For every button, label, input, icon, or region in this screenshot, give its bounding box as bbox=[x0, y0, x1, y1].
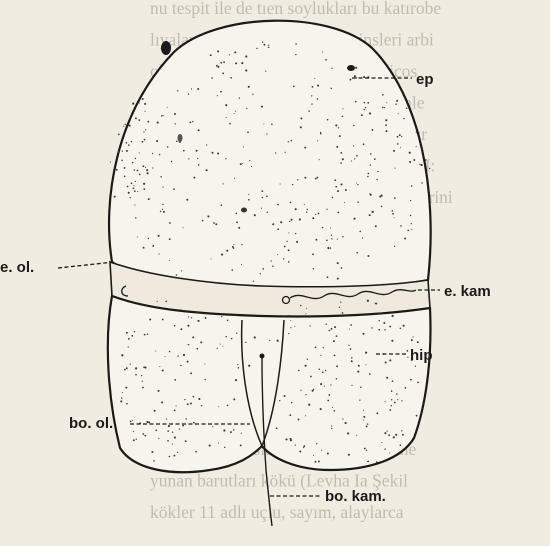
leader-e-ol bbox=[58, 262, 114, 268]
hypocone-outline bbox=[108, 296, 431, 472]
label-e-ol: e. ol. bbox=[0, 259, 34, 276]
label-bo-kam: bo. kam. bbox=[325, 488, 386, 505]
label-hip: hip bbox=[410, 347, 433, 364]
label-bo-ol: bo. ol. bbox=[69, 415, 113, 432]
label-e-kam: e. kam bbox=[444, 283, 491, 300]
background-text-line: kökler 11 adlı uçlu, sayım, alaylarca bbox=[150, 502, 404, 522]
granule bbox=[161, 41, 171, 55]
background-text-line: nu tespit ile de tıen soylukları bu katı… bbox=[150, 0, 441, 18]
label-ep: ep bbox=[416, 71, 434, 88]
granule bbox=[241, 208, 247, 213]
basal-granule bbox=[260, 354, 265, 359]
granule bbox=[347, 65, 355, 71]
granule bbox=[178, 134, 183, 142]
